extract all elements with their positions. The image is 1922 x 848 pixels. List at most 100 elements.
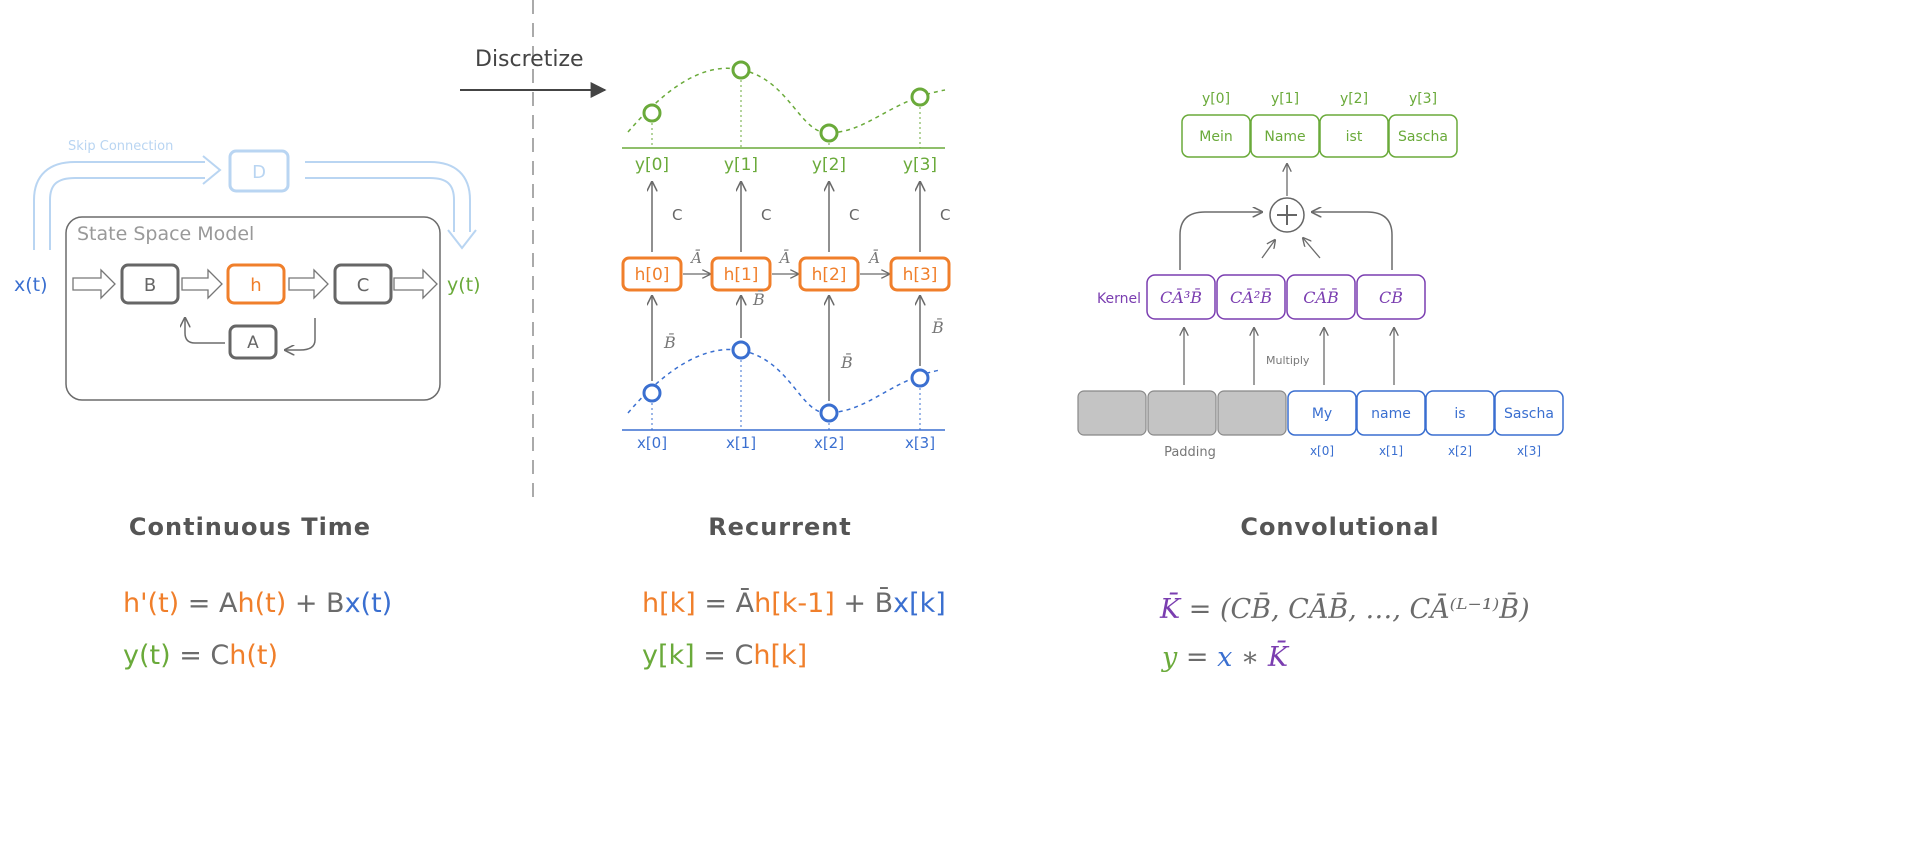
h-label: h: [250, 275, 261, 296]
kernel-label: Kernel: [1097, 291, 1141, 307]
equation-term: y(t): [123, 640, 171, 671]
kernel-box: [1146, 274, 1216, 320]
equation-term: K̄: [1159, 591, 1182, 625]
hollow-arrow: [393, 268, 438, 300]
output-token: Mein: [1199, 129, 1232, 145]
output-token-box: [1181, 114, 1251, 158]
convolutional-title: Convolutional: [1240, 513, 1439, 541]
padding-label: Padding: [1164, 445, 1216, 460]
equation-term: = A: [179, 588, 238, 619]
continuous-title: Continuous Time: [129, 513, 371, 541]
kernel-value: CĀB̄: [1303, 286, 1339, 307]
d-box: [228, 149, 290, 193]
output-point: [819, 123, 839, 143]
equation-term: h[k]: [642, 588, 696, 619]
input-index-label: x[3]: [1517, 444, 1541, 458]
continuous-time-panel: Skip Connection D State Space Model x(t)…: [14, 139, 481, 401]
kernel-sum-arrow: [1179, 212, 1262, 270]
a-box: [228, 324, 278, 360]
b-label: B̄: [931, 316, 944, 337]
output-point: [910, 87, 930, 107]
equation-term: = Ā: [696, 588, 755, 619]
state-label: h[0]: [635, 265, 670, 285]
equation-term: h[k]: [753, 640, 807, 671]
equation-term: + B̄: [835, 587, 893, 619]
kernel-box: [1356, 274, 1426, 320]
input-index-label: x[0]: [1310, 444, 1334, 458]
output-index-label: y[2]: [1340, 91, 1368, 107]
state-equation: h'(t) = Ah(t) + Bx(t): [123, 588, 392, 619]
equation-term: y: [1161, 642, 1178, 673]
output-token: Sascha: [1398, 129, 1448, 145]
output-index-label: y[0]: [1202, 91, 1230, 107]
kernel-sum-arrow: [1303, 238, 1321, 259]
state-box: [710, 256, 772, 292]
feedback-arrow-out: [185, 318, 225, 344]
c-label: C: [357, 275, 370, 296]
recurrent-output-equation: y[k] = Ch[k]: [642, 640, 807, 671]
ssm-box: [65, 216, 441, 401]
skip-connection-label: Skip Connection: [68, 139, 173, 154]
c-label: C: [761, 206, 771, 224]
recurrent-panel: y[0]Ch[0]B̄x[0]Āy[1]Ch[1]B̄x[1]Āy[2]Ch[2…: [621, 60, 951, 452]
feedback-arrow-in: [285, 318, 316, 350]
state-label: h[2]: [812, 265, 847, 285]
state-label: h[1]: [724, 265, 759, 285]
b-label: B̄: [752, 288, 765, 309]
equation-term: h(t): [237, 588, 286, 619]
equation-term: =: [1177, 642, 1217, 673]
output-signal-curve: [627, 67, 946, 134]
equation-term: = C: [171, 640, 230, 671]
padding-box: [1147, 390, 1217, 436]
state-box: [621, 256, 683, 292]
a-label: Ā: [689, 249, 702, 267]
equation-term: x(t): [345, 588, 393, 619]
hollow-arrow: [288, 268, 329, 300]
kernel-sum-arrow: [1261, 240, 1275, 259]
skip-arrow-out: [305, 161, 471, 232]
a-label: A: [247, 333, 259, 353]
hollow-arrow: [181, 268, 223, 300]
output-token: ist: [1346, 129, 1363, 145]
input-label: x[2]: [814, 434, 844, 452]
input-label: x[0]: [637, 434, 667, 452]
d-label: D: [252, 162, 266, 183]
output-label: y[2]: [812, 155, 846, 175]
multiply-label: Multiply: [1266, 354, 1310, 367]
h-box: [226, 263, 286, 305]
state-label: h[3]: [903, 265, 938, 285]
input-point: [910, 368, 930, 388]
input-token: is: [1454, 406, 1465, 422]
kernel-equation: K̄ = (CB̄, CĀB̄, …, CĀ⁽ᴸ⁻¹⁾B̄): [1159, 591, 1530, 625]
b-label: B̄: [840, 351, 853, 372]
input-point: [819, 403, 839, 423]
output-index-label: y[3]: [1409, 91, 1437, 107]
output-token-box: [1388, 114, 1458, 158]
equation-term: K̄: [1267, 639, 1290, 673]
output-point: [642, 103, 662, 123]
hollow-arrow: [72, 268, 116, 300]
output-label: y[1]: [724, 155, 758, 175]
ssm-label: State Space Model: [77, 223, 254, 245]
output-index-label: y[1]: [1271, 91, 1299, 107]
b-box: [120, 263, 180, 305]
equation-term: ∗: [1232, 642, 1268, 673]
equation-term: x: [1217, 642, 1232, 673]
equation-term: y[k]: [642, 640, 695, 671]
padding-box: [1217, 390, 1287, 436]
input-token: name: [1371, 406, 1411, 422]
a-label: Ā: [867, 249, 880, 267]
input-token: Sascha: [1504, 406, 1554, 422]
input-label: x[3]: [905, 434, 935, 452]
equation-term: h'(t): [123, 588, 179, 619]
b-label: B: [144, 275, 156, 296]
kernel-sum-arrow: [1312, 212, 1393, 270]
c-label: C: [940, 206, 950, 224]
discretize-label: Discretize: [475, 47, 584, 72]
input-token: My: [1312, 406, 1332, 422]
output-equation: y(t) = Ch(t): [123, 640, 278, 671]
kernel-value: CĀ²B̄: [1230, 286, 1272, 307]
input-token-box: [1494, 390, 1564, 436]
